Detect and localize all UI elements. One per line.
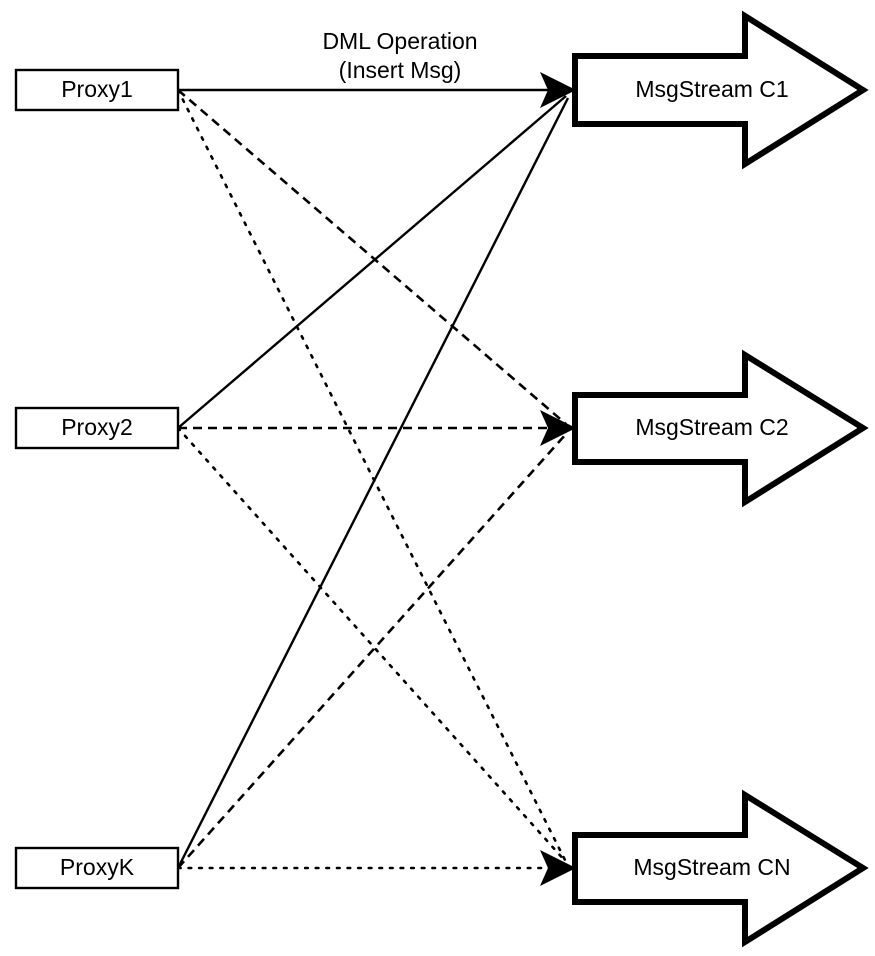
msgstream-c1-label: MsgStream C1: [635, 76, 788, 102]
link-proxyk-to-msgstream-c1: [176, 97, 570, 869]
arrowhead-c1-spray-icon: [544, 78, 576, 102]
msgstream-c2-arrow-shape: [572, 349, 869, 508]
proxy-node-proxyk[interactable]: ProxyK: [14, 846, 180, 890]
msgstream-c2-label: MsgStream C2: [635, 414, 788, 440]
proxy-node-proxy2[interactable]: Proxy2: [14, 406, 180, 450]
msgstream-cn-arrow-shape: [572, 789, 869, 948]
proxy2-label: Proxy2: [61, 414, 133, 440]
link-proxy1-to-msgstream-cn: [176, 88, 568, 864]
proxy1-label: Proxy1: [61, 76, 133, 102]
proxy2-box-shape: [14, 406, 180, 450]
stream-node-msgstream-c1[interactable]: MsgStream C1: [572, 10, 869, 170]
stream-node-msgstream-cn[interactable]: MsgStream CN: [572, 789, 869, 948]
link-proxy1-to-msgstream-c2: [177, 89, 567, 425]
arrowhead-layer: [540, 72, 576, 886]
arrowhead-c2-spray-icon: [544, 416, 576, 440]
msgstream-c1-arrow-shape: [572, 10, 869, 170]
dml-operation-line1: DML Operation: [322, 28, 477, 54]
proxyk-label: ProxyK: [60, 854, 135, 880]
link-proxy2-to-msgstream-cn: [176, 426, 568, 864]
link-proxy2-to-msgstream-c1: [177, 95, 567, 429]
msgstream-cn-label: MsgStream CN: [633, 854, 790, 880]
dml-operation-line2: (Insert Msg): [339, 57, 462, 83]
proxyk-box-shape: [14, 846, 180, 890]
arrowhead-cn-spray-icon: [544, 856, 576, 880]
edge-annotation-dml-operation: DML Operation (Insert Msg): [322, 28, 477, 83]
link-proxyk-to-msgstream-c2: [177, 433, 567, 869]
link-layer: [176, 88, 572, 870]
proxy1-box-shape: [14, 68, 180, 112]
proxy-node-proxy1[interactable]: Proxy1: [14, 68, 180, 112]
stream-node-msgstream-c2[interactable]: MsgStream C2: [572, 349, 869, 508]
